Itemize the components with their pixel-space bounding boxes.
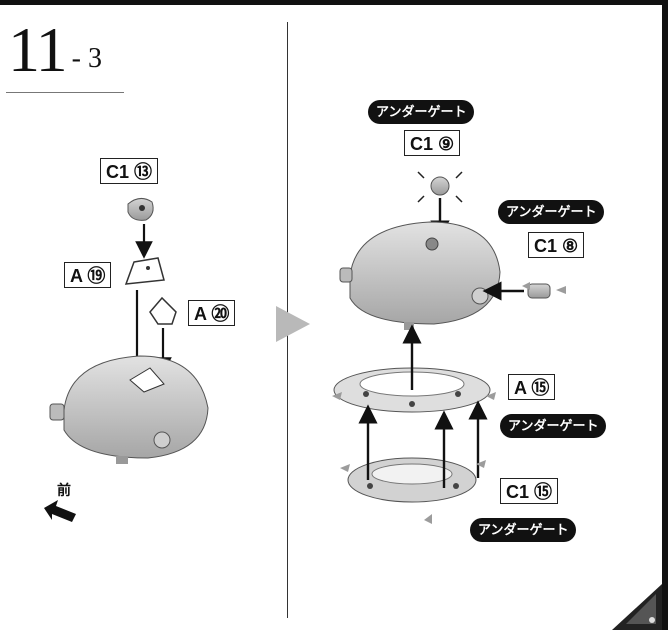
under-gate-badge-1: アンダーゲート [368, 100, 475, 124]
under-gate-badge-2: アンダーゲート [498, 200, 605, 224]
part-c1-9 [417, 171, 463, 203]
under-gate-badge-3: アンダーゲート [500, 414, 607, 438]
under-gate-badge-4: アンダーゲート [470, 518, 577, 542]
step-number: 11 [8, 14, 68, 85]
step-heading: 11- 3 [8, 18, 102, 82]
label-c1-8: C1 ⑧ [528, 232, 585, 258]
part-a-19 [124, 257, 165, 285]
label-c1-15: C1 ⑮ [500, 478, 559, 504]
part-a-20 [149, 296, 177, 325]
label-c1-13: C1 ⑬ [100, 158, 159, 184]
front-label: 前 [57, 482, 71, 498]
label-a-20: A ⑳ [188, 300, 236, 326]
label-c1-9: C1 ⑨ [404, 130, 461, 156]
label-a-15: A ⑮ [508, 374, 556, 400]
dome-base-right [339, 221, 501, 330]
gate-markers [332, 282, 566, 524]
corner-decoration [612, 584, 662, 630]
label-a-19: A ⑲ [64, 262, 112, 288]
front-direction-arrow [44, 500, 76, 522]
next-step-arrow [276, 306, 310, 342]
step-substep: - 3 [71, 43, 102, 74]
part-c1-8 [527, 283, 551, 299]
part-c1-13 [127, 198, 154, 221]
dome-base-left [49, 355, 209, 464]
step-underline [6, 92, 124, 93]
arrows-bottom-up [358, 400, 488, 488]
